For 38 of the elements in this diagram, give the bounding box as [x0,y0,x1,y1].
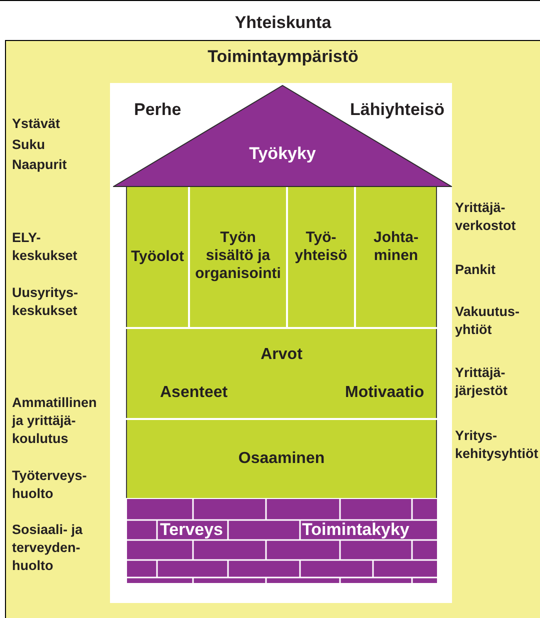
roof-triangle [113,85,452,187]
floor-label: Asenteet [160,384,228,402]
side-label: Yrittäjä- järjestöt [455,364,509,400]
floor-label: Arvot [260,346,302,364]
context-label: Lähiyhteisö [350,100,444,120]
section-label: Työ- yhteisö [294,229,348,265]
section-label: Johta- minen [372,229,420,265]
side-label: ELY- keskukset [12,229,78,265]
side-label: Yrittäjä- verkostot [455,199,517,235]
house-floor [126,420,437,498]
side-label: Yritys- kehitysyhtiöt [455,427,537,463]
side-label: Ammatillinen ja yrittäjä- koulutus [12,394,98,448]
floor-label: Osaaminen [238,450,325,468]
section-label: Työolot [130,248,184,266]
foundation-label: Toimintakyky [302,521,410,539]
context-label: Perhe [134,100,182,120]
environment-panel [5,40,540,618]
foundation-label: Terveys [160,521,224,539]
side-label: Naapurit [12,156,67,174]
section-label: Työn sisältö ja organisointi [194,229,282,283]
side-label: Työterveys- huolto [12,467,88,503]
house-floor [126,329,437,418]
brick-foundation [127,499,437,583]
side-label: Suku [12,136,46,154]
house-panel [110,83,452,603]
diagram-title: Yhteiskunta [234,13,332,33]
house-section [126,187,188,327]
panel-heading: Toimintaympäristö [208,47,358,67]
side-label: Sosiaali- ja terveyden- huolto [12,521,84,575]
side-label: Vakuutus- yhtiöt [455,303,521,339]
house-section [356,187,437,327]
house-section [288,187,354,327]
side-label: Ystävät [12,115,60,133]
side-label: Uusyritys- keskukset [12,284,80,320]
floor-label: Motivaatio [345,384,424,402]
roof-label: Työkyky [249,144,316,164]
side-label: Pankit [455,261,496,279]
house-section [190,187,286,327]
